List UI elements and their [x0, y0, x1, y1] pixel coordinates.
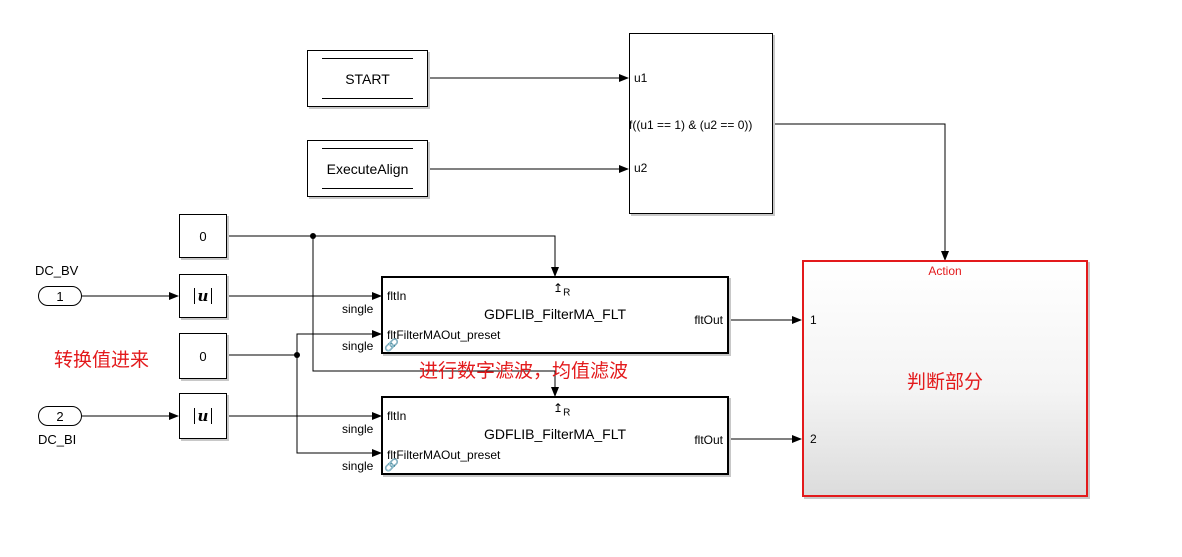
library-link-icon: 🔗: [384, 458, 399, 472]
fcn-block[interactable]: u1 f((u1 == 1) & (u2 == 0)) u2: [629, 33, 773, 214]
library-link-icon: 🔗: [384, 338, 399, 352]
trigger-label: R: [563, 407, 571, 419]
inport-1[interactable]: 1: [38, 286, 82, 306]
inport-label-dc-bv: DC_BV: [35, 263, 79, 278]
from-top-bar: [322, 148, 413, 149]
action-subsystem-name: 判断部分: [906, 372, 983, 393]
inport-label-dc-bi: DC_BI: [38, 432, 77, 447]
abs-block-1[interactable]: u: [179, 274, 227, 318]
junction-dot: [294, 352, 300, 358]
signal-label-single: single: [342, 422, 374, 436]
line-const-trig1: [227, 235, 559, 277]
filter-title: GDFLIB_FilterMA_FLT: [483, 306, 627, 322]
abs-block-2[interactable]: u: [179, 393, 227, 439]
line-fcn-action: [773, 123, 949, 261]
filter-title: GDFLIB_FilterMA_FLT: [483, 426, 627, 442]
constant-block-top[interactable]: 0: [179, 214, 227, 258]
filter-port-fltin: fltIn: [387, 289, 407, 303]
line-preset2: [296, 355, 382, 457]
action-port-1: 1: [810, 313, 817, 327]
filter-port-fltin: fltIn: [387, 409, 407, 423]
from-top-bar: [322, 58, 413, 59]
filter-port-preset: fltFilterMAOut_preset: [387, 448, 501, 462]
fcn-input-u2: u2: [634, 161, 648, 175]
inport-2[interactable]: 2: [38, 406, 82, 426]
action-header: Action: [928, 264, 962, 278]
abs-symbol: u: [193, 288, 213, 304]
action-subsystem[interactable]: Action 1 判断部分 2: [802, 260, 1088, 497]
from-label: ExecuteAlign: [326, 160, 409, 177]
from-block-start[interactable]: START: [307, 50, 428, 107]
trigger-rising-icon: ↥R: [553, 401, 571, 419]
filter-port-fltout: fltOut: [694, 433, 723, 447]
filter-port-preset: fltFilterMAOut_preset: [387, 328, 501, 342]
junction-dot: [310, 233, 316, 239]
filter-port-fltout: fltOut: [694, 313, 723, 327]
action-port-2: 2: [810, 432, 817, 446]
signal-label-single: single: [342, 459, 374, 473]
trigger-rising-icon: ↥R: [553, 281, 571, 299]
abs-symbol: u: [193, 408, 213, 424]
fcn-expression: f((u1 == 1) & (u2 == 0)): [629, 118, 753, 132]
line-const-trig2: [312, 236, 559, 397]
filter-ma-block-1[interactable]: ↥R fltIn GDFLIB_FilterMA_FLT fltFilterMA…: [381, 276, 729, 354]
line-preset1: [296, 330, 382, 355]
from-bottom-bar: [322, 188, 413, 189]
from-bottom-bar: [322, 98, 413, 99]
annotation-filter: 进行数字滤波，均值滤波: [419, 361, 629, 382]
annotation-convert: 转换值进来: [54, 350, 150, 371]
constant-block-mid[interactable]: 0: [179, 333, 227, 379]
fcn-input-u1: u1: [634, 71, 648, 85]
signal-label-single: single: [342, 302, 374, 316]
filter-ma-block-2[interactable]: ↥R fltIn GDFLIB_FilterMA_FLT fltFilterMA…: [381, 396, 729, 475]
trigger-label: R: [563, 287, 571, 299]
from-block-execute-align[interactable]: ExecuteAlign: [307, 140, 428, 197]
signal-label-single: single: [342, 339, 374, 353]
from-label: START: [345, 70, 390, 87]
